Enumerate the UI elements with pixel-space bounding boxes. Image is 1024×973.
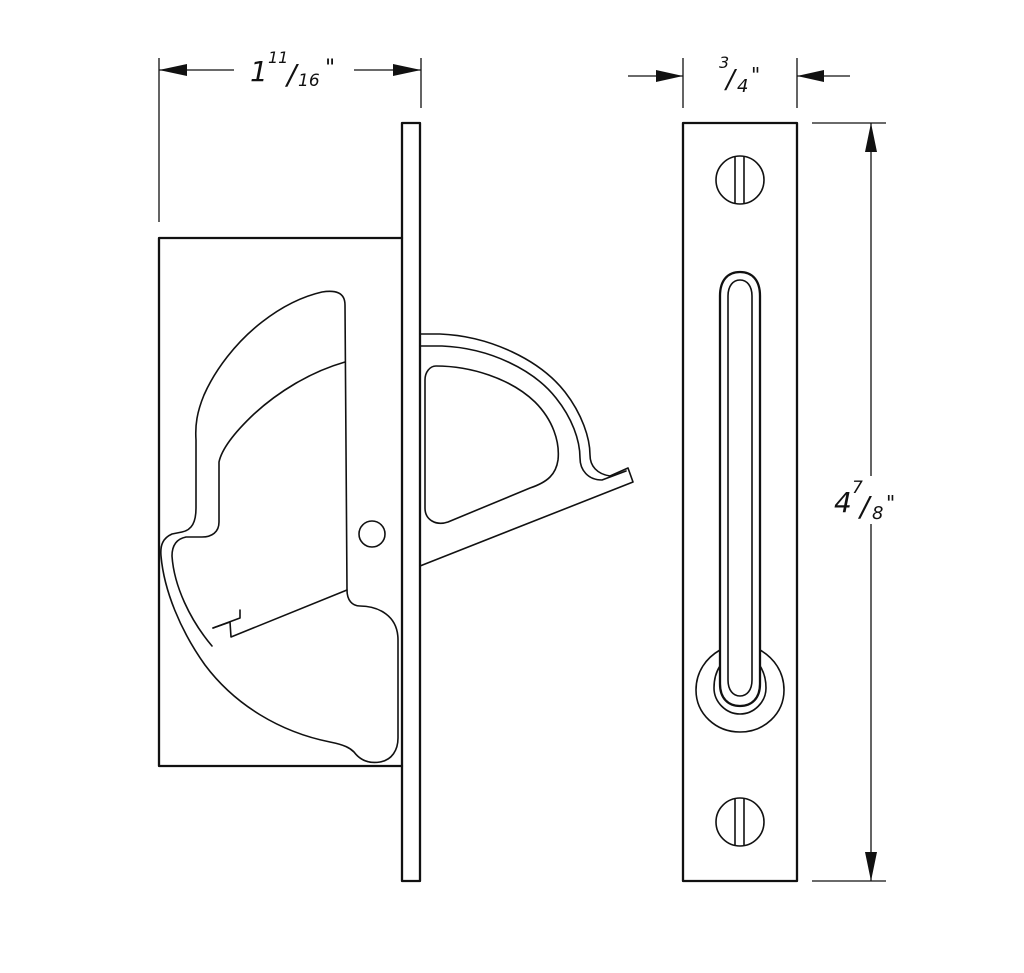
side-lever-inner [171,361,346,647]
depth-arrow-left [656,70,683,82]
width-dimension: 1 11 / 16 " [158,48,422,222]
side-lever-step [212,589,348,638]
width-arrow-right [393,64,421,76]
top-screw-icon [715,155,765,205]
front-pull-slot [718,270,762,708]
height-fraction-slash: / [857,490,872,523]
depth-unit: " [751,63,760,87]
height-denominator: 8 [872,503,883,524]
side-faceplate [400,121,422,883]
depth-fraction-slash: / [724,65,738,95]
depth-numerator: 3 [719,53,729,72]
side-pull-handle [419,333,634,567]
front-escutcheon [695,649,785,733]
side-housing [157,236,404,768]
width-numerator: 11 [268,48,288,67]
height-dimension: 4 7 / 8 " [812,122,895,882]
depth-dimension: 3 / 4 " [628,53,850,108]
bottom-screw-icon [715,797,765,847]
width-denominator: 16 [298,71,320,91]
side-lever-step-2 [212,621,231,629]
depth-arrow-right [797,70,824,82]
front-faceplate [681,121,799,883]
front-view [681,121,799,883]
width-whole: 1 [250,55,268,88]
height-arrow-bottom [865,852,877,881]
depth-denominator: 4 [737,76,748,97]
side-view [157,121,634,883]
side-pull-handle-rib [419,345,627,481]
side-pull-handle-hollow [424,365,560,524]
height-unit: " [886,491,895,515]
width-fraction-slash: / [284,58,299,91]
width-unit: " [325,56,335,81]
height-arrow-top [865,123,877,152]
front-pull-slot-inner [727,279,753,697]
side-latch-lever [160,290,399,764]
width-arrow-left [159,64,187,76]
height-numerator: 7 [852,478,863,498]
side-pivot-pin [358,520,386,548]
front-escutcheon-inner [713,665,767,715]
height-whole: 4 [834,486,852,519]
